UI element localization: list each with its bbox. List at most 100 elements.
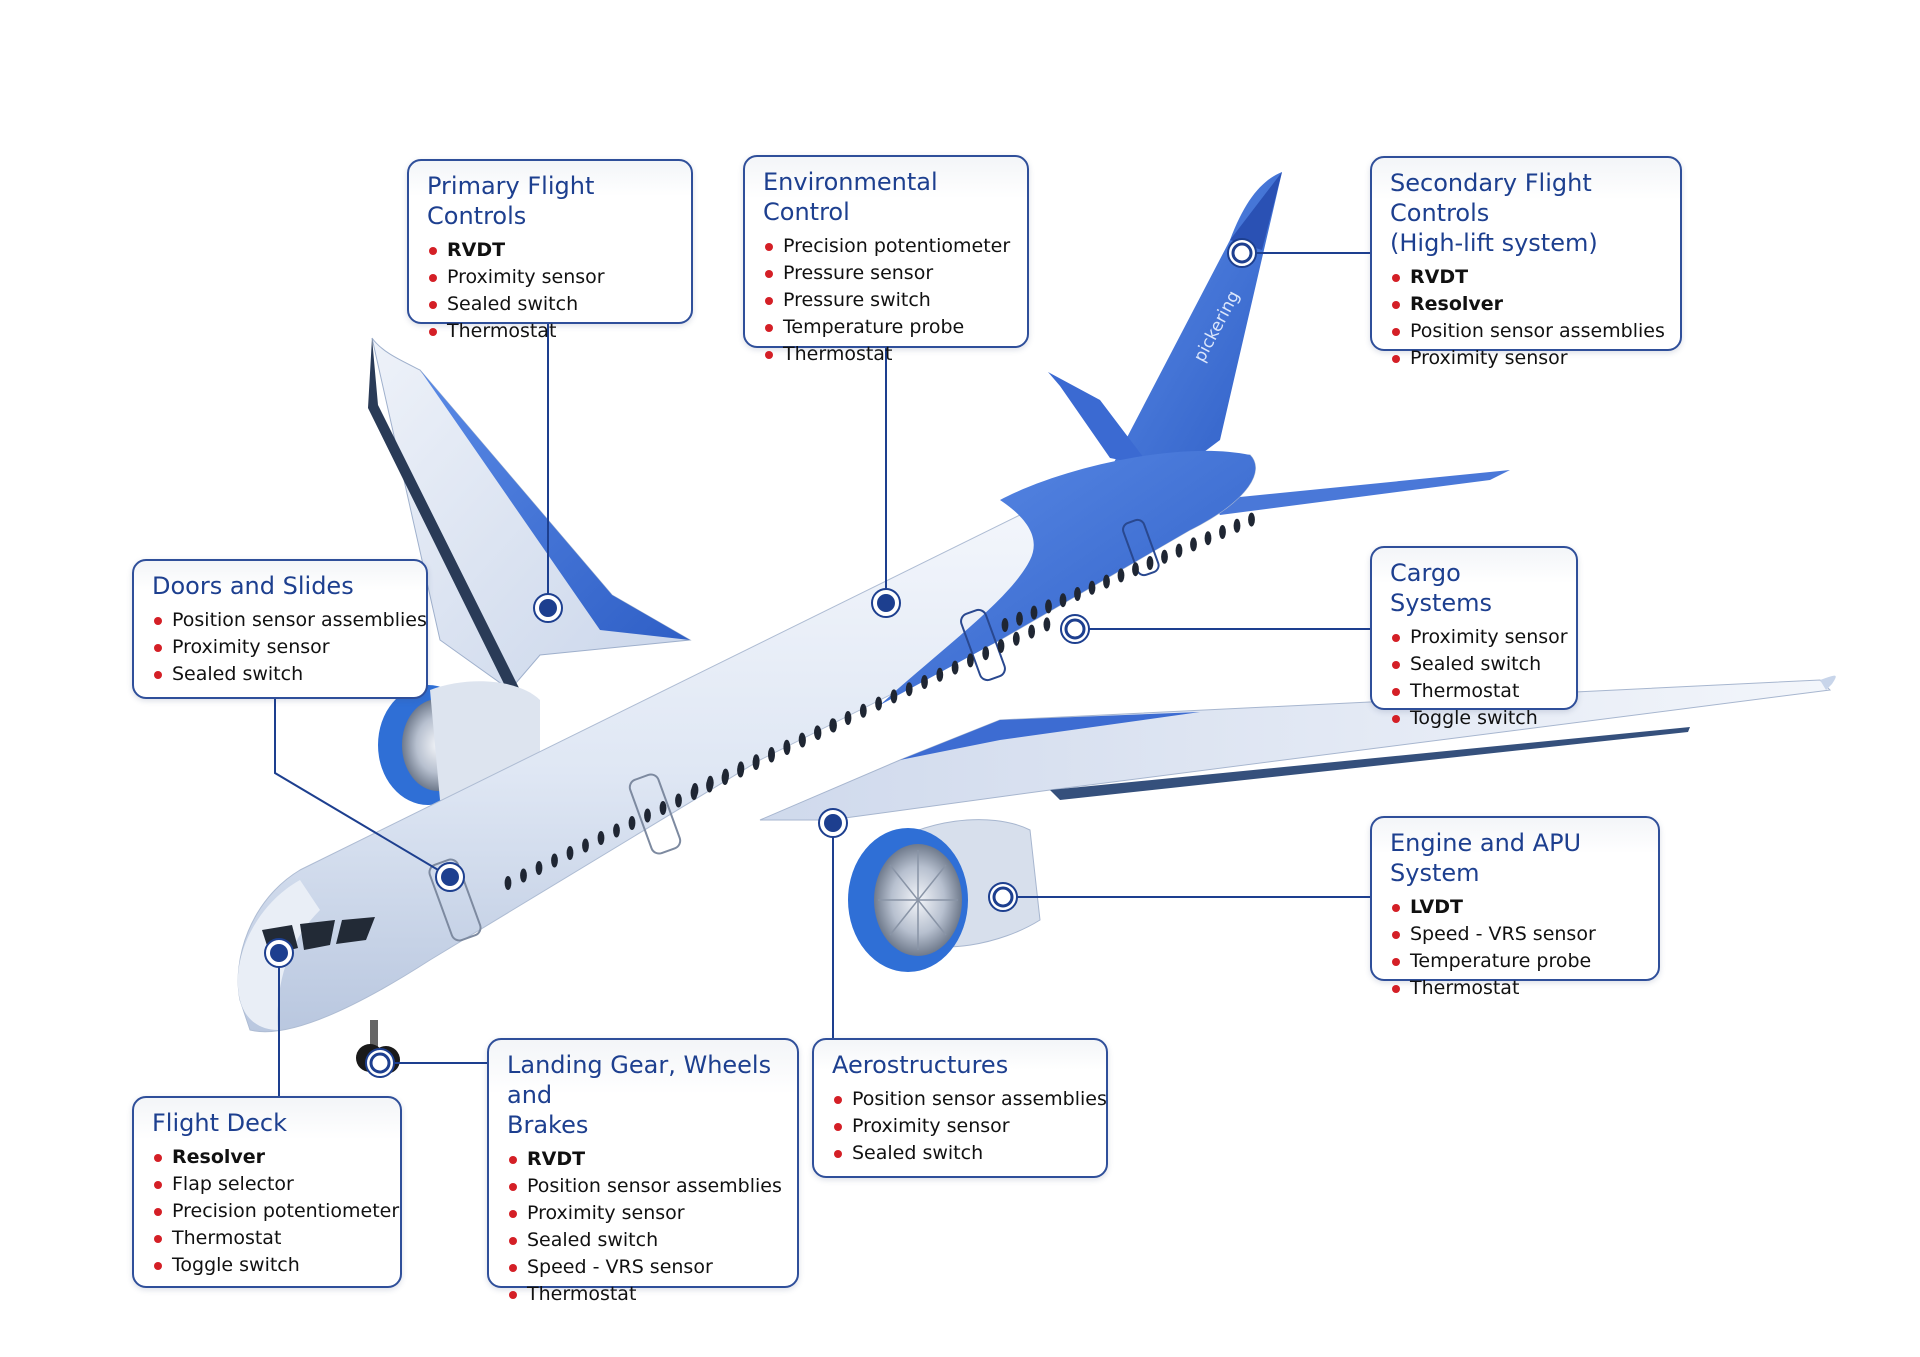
sensor-item: Thermostat: [427, 318, 677, 345]
callout-title-line-2: Brakes: [507, 1111, 589, 1139]
marker-flightdeck: [264, 938, 294, 968]
cabin-window: [936, 667, 944, 682]
sensor-item: Proximity sensor: [427, 264, 677, 291]
callout-title-line-1: Landing Gear, Wheels and: [507, 1051, 772, 1109]
callout-environmental-control: Environmental Control Precision potentio…: [743, 155, 1029, 365]
cabin-window: [1103, 574, 1110, 589]
cabin-window: [1248, 512, 1255, 527]
cabin-window: [613, 823, 620, 838]
sensor-item: Proximity sensor: [1390, 624, 1568, 651]
cabin-window: [1219, 525, 1226, 539]
callout-title-line-1: Secondary Flight Controls: [1390, 169, 1592, 227]
marker-landing: [365, 1048, 395, 1078]
sensor-item: Resolver: [152, 1144, 386, 1171]
cabin-window: [628, 816, 636, 830]
sensor-item: Thermostat: [1390, 678, 1562, 705]
marker-doors: [435, 862, 465, 892]
callout-title: Flight Deck: [152, 1109, 287, 1137]
cabin-window: [737, 761, 745, 776]
marker-primary: [533, 593, 563, 623]
cabin-window: [1045, 599, 1052, 614]
cabin-window: [706, 775, 714, 790]
cabin-window: [1233, 518, 1241, 533]
cabin-window: [1028, 624, 1035, 639]
cabin-window: [520, 868, 527, 883]
callout-title: Environmental Control: [763, 168, 938, 226]
cabin-window: [1074, 587, 1081, 601]
callout-aerostructures: Aerostructures Position sensor assemblie…: [812, 1038, 1108, 1178]
leader-lines: [274, 252, 1370, 1098]
cabin-window: [535, 861, 543, 875]
vertical-tail: pickering: [1110, 172, 1282, 470]
callout-doors-and-slides: Doors and Slides Position sensor assembl…: [132, 559, 428, 699]
marker-secondary: [1227, 238, 1257, 268]
sensor-item: Pressure switch: [763, 287, 1013, 314]
cabin-window: [691, 783, 699, 797]
cabin-window: [597, 831, 605, 845]
cabin-window: [1146, 556, 1154, 570]
cabin-window: [1117, 568, 1125, 583]
cabin-window: [768, 747, 775, 761]
cabin-window: [1016, 611, 1023, 626]
sensor-item: Position sensor assemblies: [1390, 318, 1666, 345]
cabin-window: [722, 768, 729, 783]
left-wing: [368, 337, 692, 692]
sensor-item: RVDT: [427, 237, 677, 264]
callout-secondary-flight-controls: Secondary Flight Controls (High-lift sys…: [1370, 156, 1682, 369]
cabin-window: [997, 639, 1005, 653]
sensor-item: Position sensor assemblies: [507, 1173, 783, 1200]
cabin-window: [1132, 562, 1139, 577]
sensor-item: Speed - VRS sensor: [1390, 921, 1644, 948]
cabin-window: [890, 689, 898, 704]
cabin-window: [582, 838, 589, 853]
sensor-item: Thermostat: [507, 1281, 783, 1308]
left-engine: [378, 681, 540, 810]
cabin-window: [982, 646, 990, 661]
sensor-item: Proximity sensor: [152, 634, 412, 661]
marker-engine: [988, 882, 1018, 912]
cabin-window: [1012, 631, 1020, 646]
cabin-window: [644, 808, 651, 823]
sensor-item: Speed - VRS sensor: [507, 1254, 783, 1281]
callout-title: Landing Gear, Wheels and Brakes: [507, 1050, 783, 1140]
cabin-window: [1175, 543, 1183, 558]
cabin-window: [875, 696, 882, 711]
sensor-item: Flap selector: [152, 1171, 386, 1198]
cabin-window: [659, 801, 667, 815]
callout-title: Cargo Systems: [1390, 559, 1492, 617]
cabin-window: [844, 711, 852, 725]
sensor-item: Sealed switch: [1390, 651, 1562, 678]
cabin-window: [752, 754, 760, 769]
cabin-window: [1190, 537, 1197, 552]
sensor-item: Precision potentiometer: [152, 1198, 399, 1225]
sensor-item: Sealed switch: [507, 1227, 783, 1254]
right-engine: [848, 819, 1041, 972]
sensor-item: Toggle switch: [152, 1252, 386, 1279]
marker-cargo: [1060, 614, 1090, 644]
callout-title: Aerostructures: [832, 1051, 1009, 1079]
cabin-window: [798, 732, 806, 747]
callout-title: Engine and APU System: [1390, 829, 1582, 887]
sensor-item: Position sensor assemblies: [832, 1086, 1107, 1113]
cabin-window: [783, 739, 791, 754]
cabin-window: [566, 846, 574, 860]
sensor-item: Sealed switch: [152, 661, 412, 688]
sensor-item: RVDT: [1390, 264, 1666, 291]
sensor-markers: [264, 238, 1257, 1078]
passenger-windows: [504, 512, 1255, 890]
cabin-window: [859, 703, 867, 718]
marker-aero: [818, 808, 848, 838]
cabin-window: [1001, 618, 1009, 632]
sensor-item: Position sensor assemblies: [152, 607, 427, 634]
sensor-item: Temperature probe: [1390, 948, 1644, 975]
cabin-window: [1161, 549, 1168, 564]
